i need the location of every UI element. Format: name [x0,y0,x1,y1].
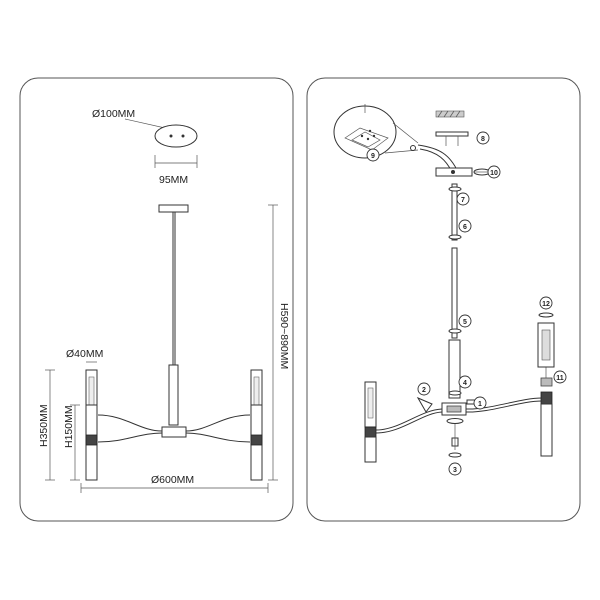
step-3-marker [448,462,462,476]
step-callouts: 1 2 3 4 5 6 7 8 9 10 11 12 [366,131,567,476]
step-8-marker [476,131,490,145]
step-1-label: 1 [478,401,482,408]
step-1-marker [473,396,487,410]
height-range-label: H590~890MM [278,303,290,369]
right-shade [540,365,553,457]
step-12-marker [539,296,553,310]
step-4-label: 4 [463,380,467,387]
canopy-top-view: Ø100MM 95MM [92,108,198,186]
step-6-label: 6 [463,224,467,231]
canopy-width-label: 95MM [159,174,188,186]
step-9-label: 9 [371,153,375,160]
step-3-label: 3 [453,467,457,474]
step-12-label: 12 [542,301,550,308]
step-11-marker [553,370,567,384]
arm-height-label: H350MM [38,404,50,447]
step-5-label: 5 [463,319,467,326]
canopy-diameter-label: Ø100MM [92,108,135,120]
hub-assembly [375,396,543,458]
step-11-label: 11 [556,375,564,382]
rod-assembly [448,183,462,399]
chandelier-front-view [85,204,263,481]
step-6-marker [458,219,472,233]
height-dimension: H590~890MM [268,204,290,481]
shade-height-label: H150MM [63,405,75,448]
step-7-marker [456,192,470,206]
step-9-marker [366,148,380,162]
ceiling-mount-detail [333,104,491,177]
step-8-label: 8 [481,136,485,143]
arm-height-dimension: H350MM [38,369,55,481]
step-4-marker [458,375,472,389]
step-10-marker [487,165,501,179]
span-diameter-label: Ø600MM [151,474,194,486]
left-shade [364,381,377,463]
step-10-label: 10 [490,170,498,177]
step-2-marker [417,382,431,396]
shade-height-dimension: H150MM [63,404,80,481]
exploded-shade [537,312,555,368]
step-7-label: 7 [461,197,465,204]
step-2-label: 2 [422,387,426,394]
span-dimension: Ø600MM [80,474,269,493]
step-5-marker [458,314,472,328]
shade-diameter-label: Ø40MM [66,348,103,360]
